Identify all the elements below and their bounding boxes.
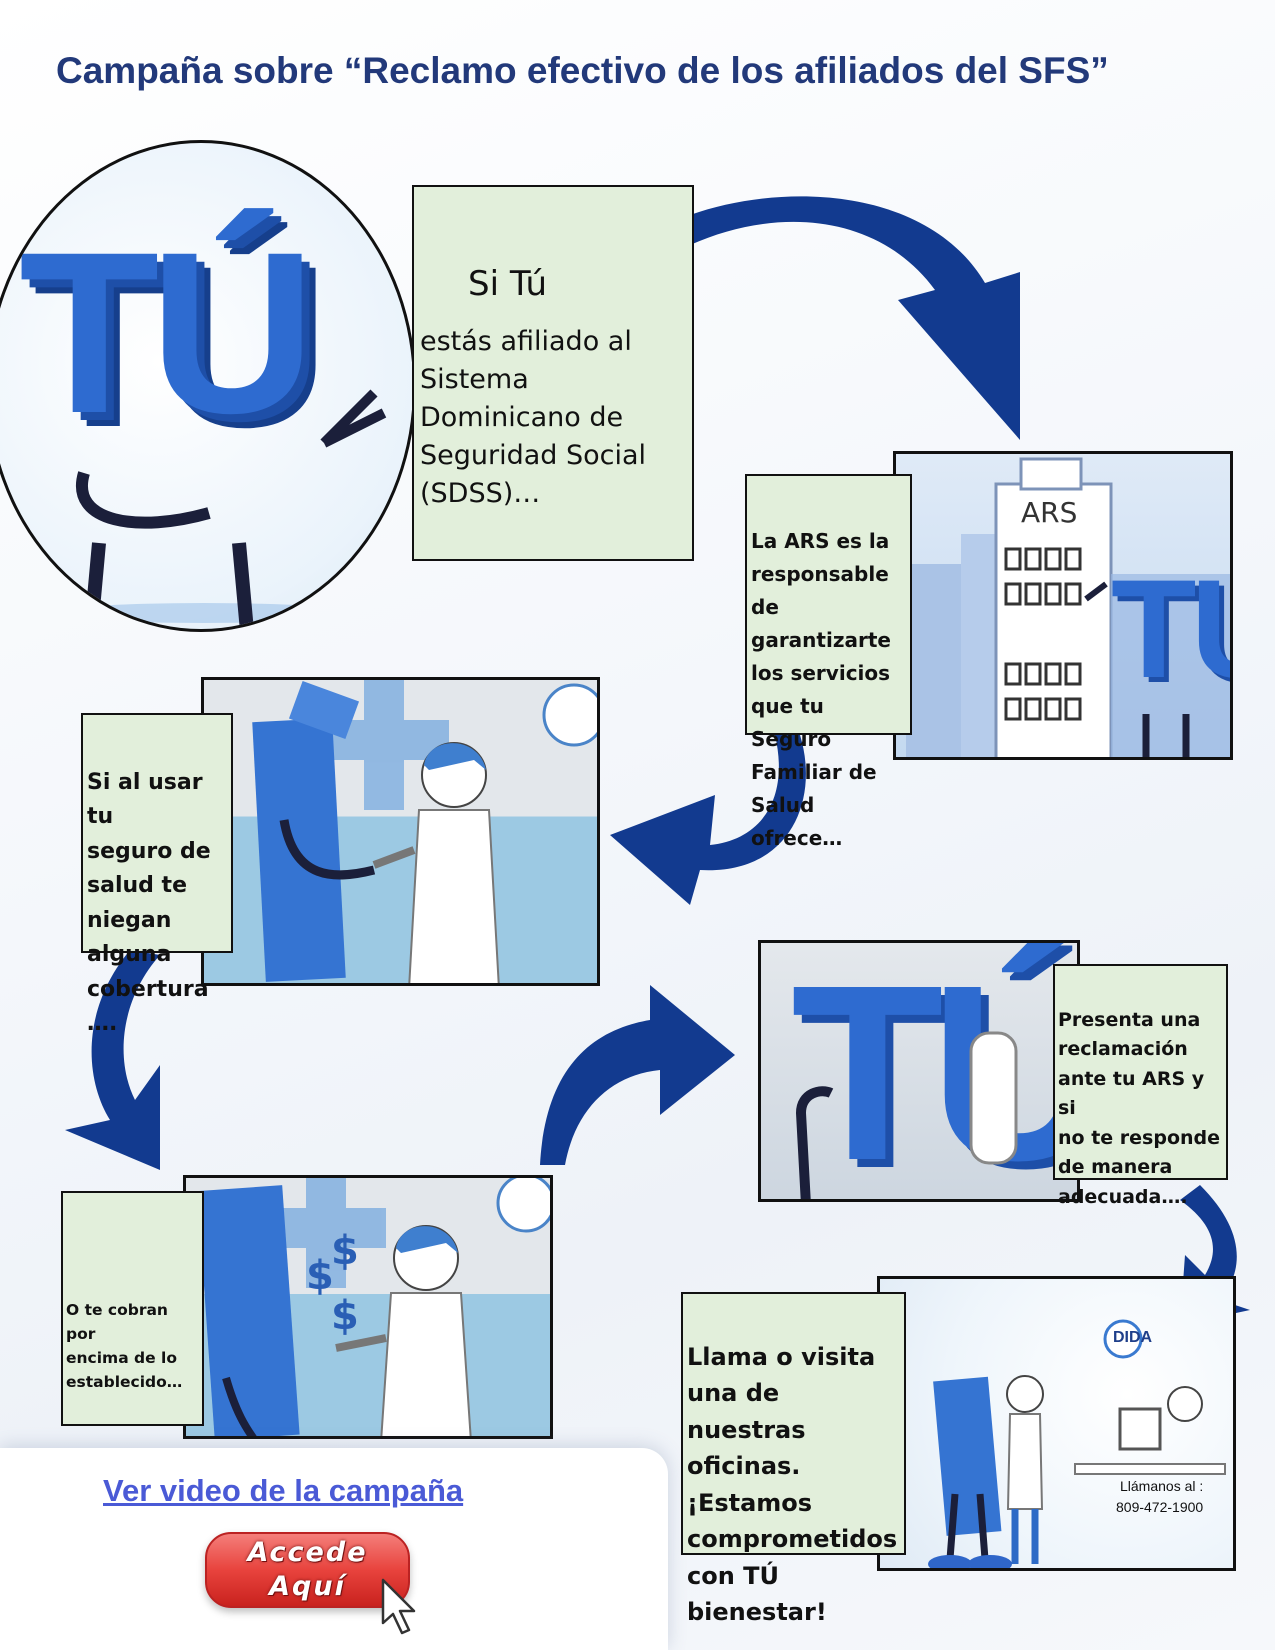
doctor-icon [252,680,597,983]
panel-6-text: Llama o visita una de nuestras oficinas.… [687,1342,898,1627]
panel-3-text: Si al usar tu seguro de salud te niegan … [87,769,211,1037]
access-button-line-2: Aquí [269,1571,346,1602]
access-here-button[interactable]: Accede Aquí [205,1532,410,1608]
office-icon [928,1319,1226,1568]
dollar-icon-1: $ [306,1253,334,1299]
panel-2-textbox: La ARS es la responsable de garantizarte… [745,474,912,850]
panel-1-illustration: TÚ [0,140,416,632]
tu-letters: TÚ [19,204,316,461]
arrow-1 [690,196,1020,440]
phone-icon [795,1031,1018,1199]
panel-4-text: O te cobran por encima de lo establecido… [66,1301,183,1391]
panel-6-illustration: DIDA Llámanos al : 809-472-1900 [877,1276,1236,1571]
arrow-2 [610,735,806,905]
arrow-3 [65,950,160,1170]
panel-3-textbox: Si al usar tu seguro de salud te niegan … [81,713,233,1036]
panel-1-text: estás afiliado al Sistema Dominicano de … [420,326,647,509]
tu-character-icon [54,389,387,629]
panel-5-text: Presenta una reclamación ante tu ARS y s… [1058,1008,1221,1208]
arrow-4 [540,985,735,1165]
access-button-line-1: Accede [247,1537,368,1568]
panel-2-text: La ARS es la responsable de garantizarte… [751,529,891,850]
panel-2-illustration: ARS TÚ [893,451,1233,760]
page-title: Campaña sobre “Reclamo efectivo de los a… [56,50,1109,91]
phone-number: 809-472-1900 [1116,1499,1204,1515]
panel-5-textbox: Presenta una reclamación ante tu ARS y s… [1053,964,1228,1208]
panel-4-textbox: O te cobran por encima de lo establecido… [61,1191,204,1426]
dollar-icon-3: $ [331,1293,359,1339]
call-label: Llámanos al : [1120,1478,1204,1494]
dida-logo: DIDA [1113,1329,1153,1346]
panel-2-tu-letters: TÚ [1111,550,1230,707]
campaign-video-link[interactable]: Ver video de la campaña [103,1473,464,1508]
panel-5-tu-letters: TÚ [791,940,1080,1202]
dollar-icon-2: $ [331,1228,359,1274]
cursor-pointer-icon [381,1578,416,1635]
panel-1-textbox: Si Tú estás afiliado al Sistema Dominica… [412,185,694,561]
panel-6-textbox: Llama o visita una de nuestras oficinas.… [681,1292,906,1626]
doctor-money-icon [197,1178,550,1436]
panel-1-heading: Si Tú [468,264,547,304]
panel-3-illustration [201,677,600,986]
city-icon [906,457,1230,757]
panel-5-illustration: TÚ [758,940,1080,1202]
panel-4-illustration: $ $ $ [183,1175,553,1439]
ars-sign: ARS [1021,496,1078,529]
